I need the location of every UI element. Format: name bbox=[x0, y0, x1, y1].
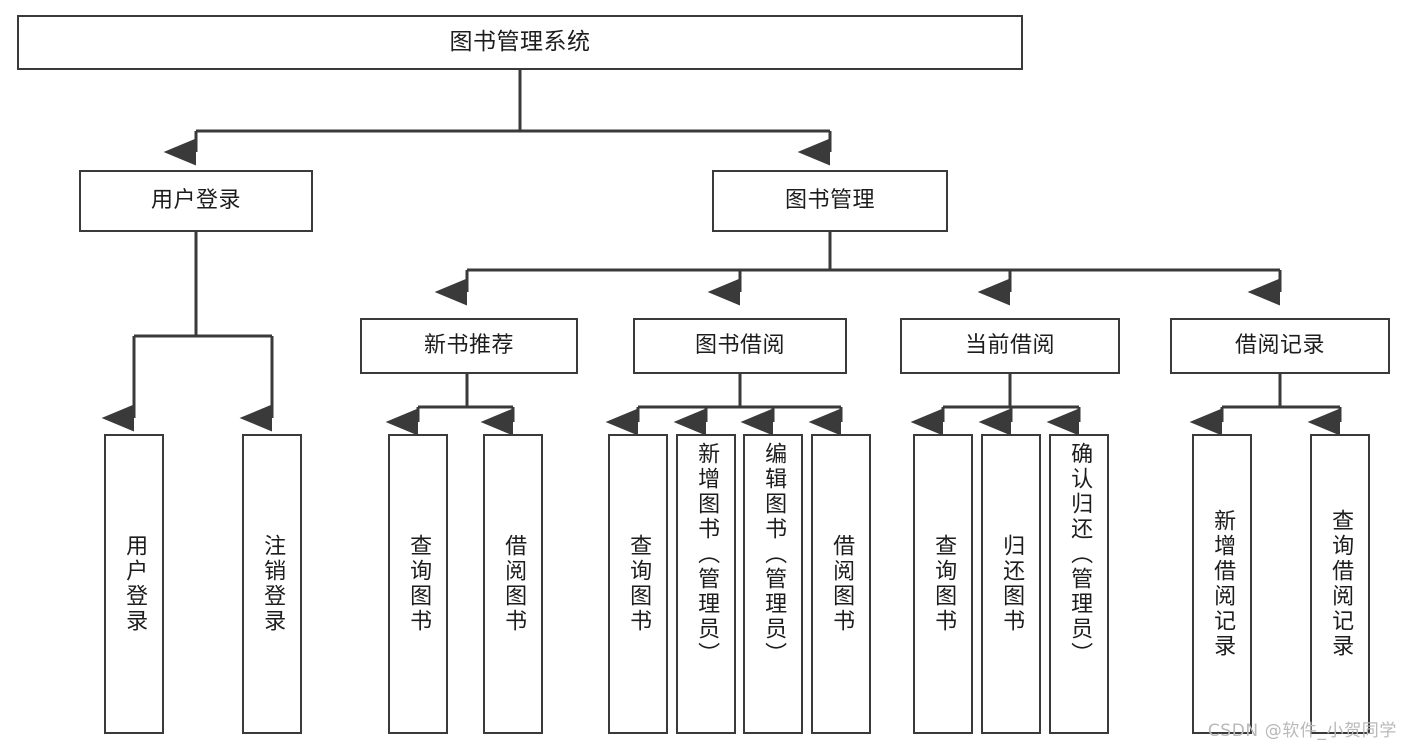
leaf-confirm-return[interactable]: 确认归还（管理员） bbox=[1049, 434, 1109, 734]
leaf-return-book-label: 归还图书 bbox=[999, 534, 1025, 634]
leaf-add-record-label: 新增借阅记录 bbox=[1210, 509, 1236, 659]
leaf-query-book-1-label: 查询图书 bbox=[406, 534, 432, 634]
node-book-manage-label: 图书管理 bbox=[784, 188, 875, 214]
leaf-query-record-label: 查询借阅记录 bbox=[1328, 509, 1354, 659]
node-book-borrow[interactable]: 图书借阅 bbox=[633, 318, 847, 374]
leaf-query-book-2[interactable]: 查询图书 bbox=[608, 434, 668, 734]
node-new-book-rec[interactable]: 新书推荐 bbox=[360, 318, 578, 374]
leaf-query-book-3-label: 查询图书 bbox=[931, 534, 957, 634]
leaf-query-record[interactable]: 查询借阅记录 bbox=[1310, 434, 1370, 734]
node-root[interactable]: 图书管理系统 bbox=[17, 15, 1023, 70]
leaf-add-book-label: 新增图书（管理员） bbox=[694, 442, 720, 667]
node-borrow-record-label: 借阅记录 bbox=[1234, 333, 1325, 359]
node-user-login-label: 用户登录 bbox=[150, 188, 241, 214]
leaf-borrow-book-1-label: 借阅图书 bbox=[501, 534, 527, 634]
leaf-edit-book[interactable]: 编辑图书（管理员） bbox=[743, 434, 803, 734]
leaf-query-book-3[interactable]: 查询图书 bbox=[913, 434, 973, 734]
node-new-book-rec-label: 新书推荐 bbox=[423, 333, 514, 359]
leaf-logout-login[interactable]: 注销登录 bbox=[242, 434, 302, 734]
leaf-user-login-label: 用户登录 bbox=[122, 534, 148, 634]
node-current-borrow[interactable]: 当前借阅 bbox=[900, 318, 1120, 374]
leaf-logout-login-label: 注销登录 bbox=[260, 534, 286, 634]
leaf-borrow-book-1[interactable]: 借阅图书 bbox=[483, 434, 543, 734]
node-book-borrow-label: 图书借阅 bbox=[694, 333, 785, 359]
leaf-confirm-return-label: 确认归还（管理员） bbox=[1067, 442, 1093, 667]
node-current-borrow-label: 当前借阅 bbox=[964, 333, 1055, 359]
node-borrow-record[interactable]: 借阅记录 bbox=[1170, 318, 1390, 374]
leaf-add-book[interactable]: 新增图书（管理员） bbox=[676, 434, 736, 734]
leaf-query-book-1[interactable]: 查询图书 bbox=[388, 434, 448, 734]
leaf-borrow-book-2[interactable]: 借阅图书 bbox=[811, 434, 871, 734]
csdn-watermark: CSDN @软件_小贺同学 bbox=[1207, 721, 1397, 741]
node-user-login[interactable]: 用户登录 bbox=[79, 170, 313, 232]
leaf-add-record[interactable]: 新增借阅记录 bbox=[1192, 434, 1252, 734]
leaf-user-login[interactable]: 用户登录 bbox=[104, 434, 164, 734]
node-root-label: 图书管理系统 bbox=[449, 29, 591, 56]
leaf-query-book-2-label: 查询图书 bbox=[626, 534, 652, 634]
leaf-edit-book-label: 编辑图书（管理员） bbox=[761, 442, 787, 667]
leaf-return-book[interactable]: 归还图书 bbox=[981, 434, 1041, 734]
node-book-manage[interactable]: 图书管理 bbox=[712, 170, 948, 232]
leaf-borrow-book-2-label: 借阅图书 bbox=[829, 534, 855, 634]
